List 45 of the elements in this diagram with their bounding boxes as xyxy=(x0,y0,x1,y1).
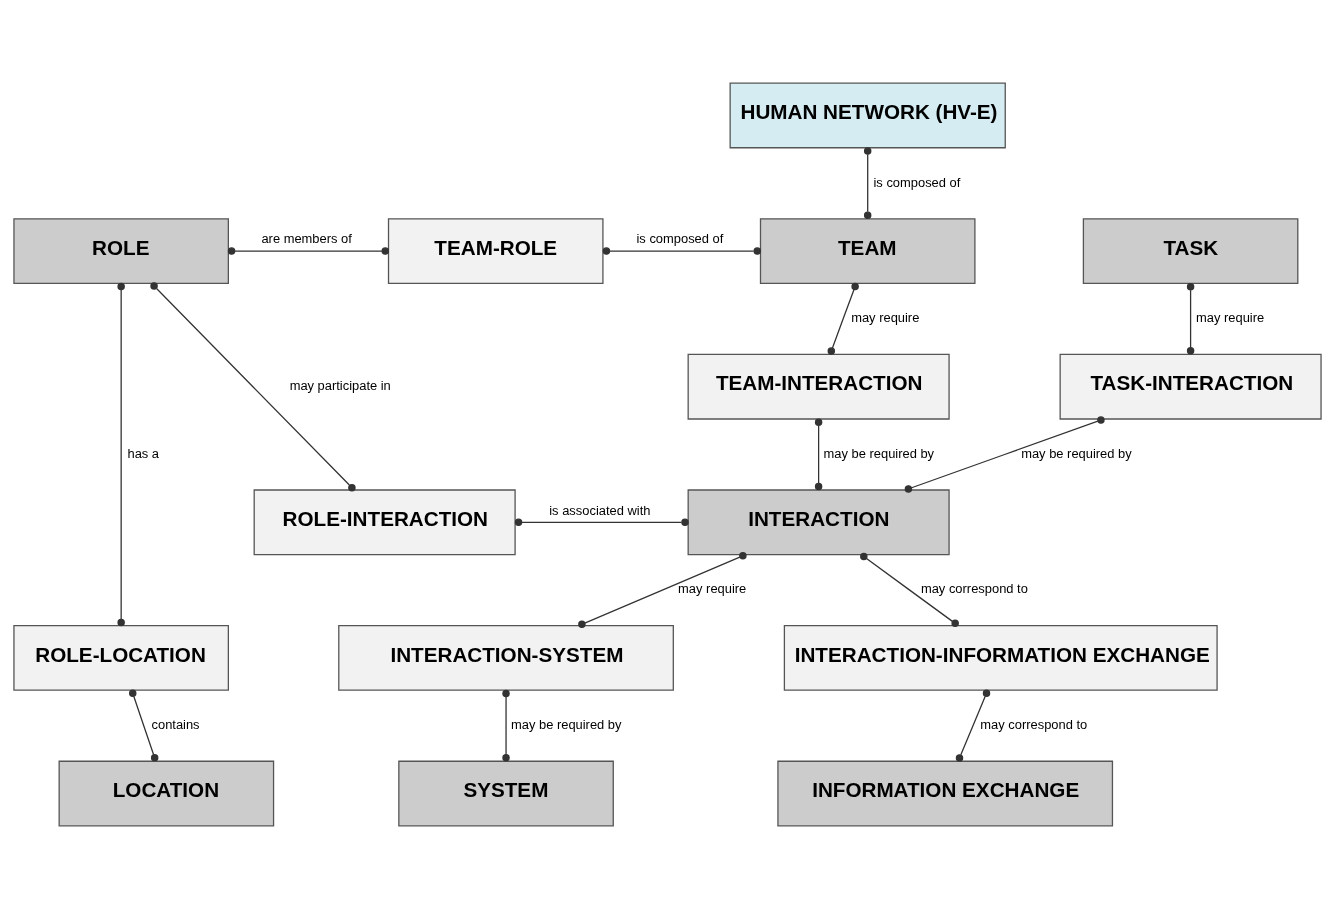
connector xyxy=(860,552,959,628)
connector xyxy=(150,282,356,492)
connector xyxy=(129,689,159,762)
connector xyxy=(904,416,1105,493)
node-box: TEAM-ROLE xyxy=(387,218,604,284)
connector xyxy=(814,418,823,491)
node-box: TASK xyxy=(1082,218,1299,284)
edge-label: may be required by xyxy=(511,716,622,732)
edge-label: may participate in xyxy=(289,377,391,393)
connector xyxy=(227,247,389,255)
node-box: ROLE xyxy=(13,218,229,284)
connector xyxy=(1186,282,1195,355)
node-box: INTERACTION-INFORMATION EXCHANGE xyxy=(783,625,1218,691)
edge-label: is associated with xyxy=(549,502,651,518)
edge-label: is composed of xyxy=(636,231,724,247)
node-box: LOCATION xyxy=(58,760,275,827)
edge-label: has a xyxy=(127,445,160,461)
connector xyxy=(863,147,872,219)
node-box: HUMAN NETWORK (HV-E) xyxy=(729,82,1006,149)
edge-label: may correspond to xyxy=(920,581,1028,597)
edge-label: contains xyxy=(151,716,200,732)
node-box: INTERACTION xyxy=(687,489,950,556)
node-box: TEAM xyxy=(759,218,976,284)
node-box: ROLE-INTERACTION xyxy=(253,489,516,556)
node-box: SYSTEM xyxy=(398,760,614,827)
connector xyxy=(514,518,689,527)
edge-label: may be required by xyxy=(823,445,935,461)
node-box: INFORMATION EXCHANGE xyxy=(777,760,1114,827)
connector xyxy=(955,689,991,762)
edge-label: may require xyxy=(851,310,920,326)
connector xyxy=(502,689,510,762)
edge-label: may require xyxy=(678,581,747,597)
edge-label: may correspond to xyxy=(980,716,1088,732)
connector xyxy=(578,552,747,629)
node-box: TEAM-INTERACTION xyxy=(687,353,950,420)
edge-label: may be required by xyxy=(1021,445,1132,461)
edge-label: are members of xyxy=(261,231,352,247)
node-box: INTERACTION-SYSTEM xyxy=(338,625,674,691)
edge-label: may require xyxy=(1196,310,1265,326)
connector xyxy=(827,282,859,355)
connector xyxy=(602,247,761,255)
connector xyxy=(117,282,125,627)
edge-label: is composed of xyxy=(873,174,961,190)
node-box: ROLE-LOCATION xyxy=(13,625,229,691)
node-box: TASK-INTERACTION xyxy=(1059,353,1322,420)
